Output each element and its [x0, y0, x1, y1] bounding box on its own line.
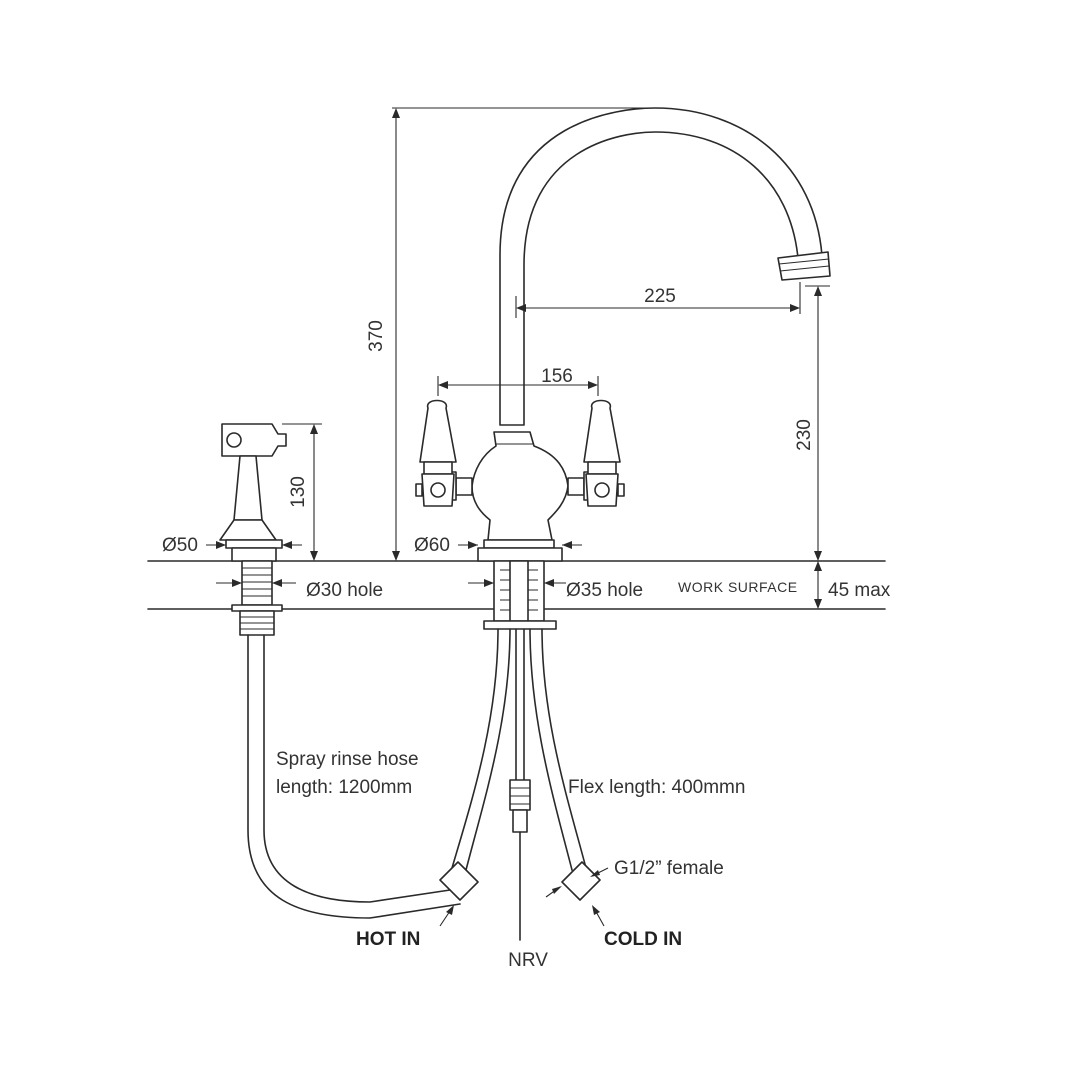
dim-handle-span: 156	[541, 366, 573, 387]
dim-body-hole: Ø35 hole	[566, 580, 643, 601]
dim-spray-hole: Ø30 hole	[306, 580, 383, 601]
dim-spout-reach: 225	[644, 286, 676, 307]
spout	[499, 107, 831, 426]
dim-spray-height: 130	[288, 476, 309, 508]
dim-spout-outlet-height: 230	[794, 419, 815, 451]
nrv-label: NRV	[508, 950, 548, 971]
dim-body-base-diameter: Ø60	[414, 535, 450, 556]
cold-lever-handle	[583, 399, 625, 507]
hot-in-label: HOT IN	[356, 929, 420, 950]
connector-label: G1/2” female	[614, 858, 724, 879]
spray-rinse-head	[219, 423, 287, 562]
spray-hose-label-line2: length: 1200mm	[276, 777, 412, 798]
dim-spray-base-diameter: Ø50	[162, 535, 198, 556]
flex-length-label: Flex length: 400mmn	[568, 777, 745, 798]
dimension-lines	[206, 107, 830, 927]
dim-overall-height: 370	[366, 320, 387, 352]
spray-shank	[231, 560, 461, 919]
tap-shank	[483, 560, 557, 630]
dim-max-deck-thickness: 45 max	[828, 580, 891, 601]
work-surface-label: WORK SURFACE	[678, 579, 798, 595]
spray-hose-label-line1: Spray rinse hose	[276, 749, 419, 770]
hot-lever-handle	[415, 399, 457, 507]
tap-body	[439, 431, 601, 562]
flex-hoses	[439, 628, 601, 941]
cold-in-label: COLD IN	[604, 929, 682, 950]
